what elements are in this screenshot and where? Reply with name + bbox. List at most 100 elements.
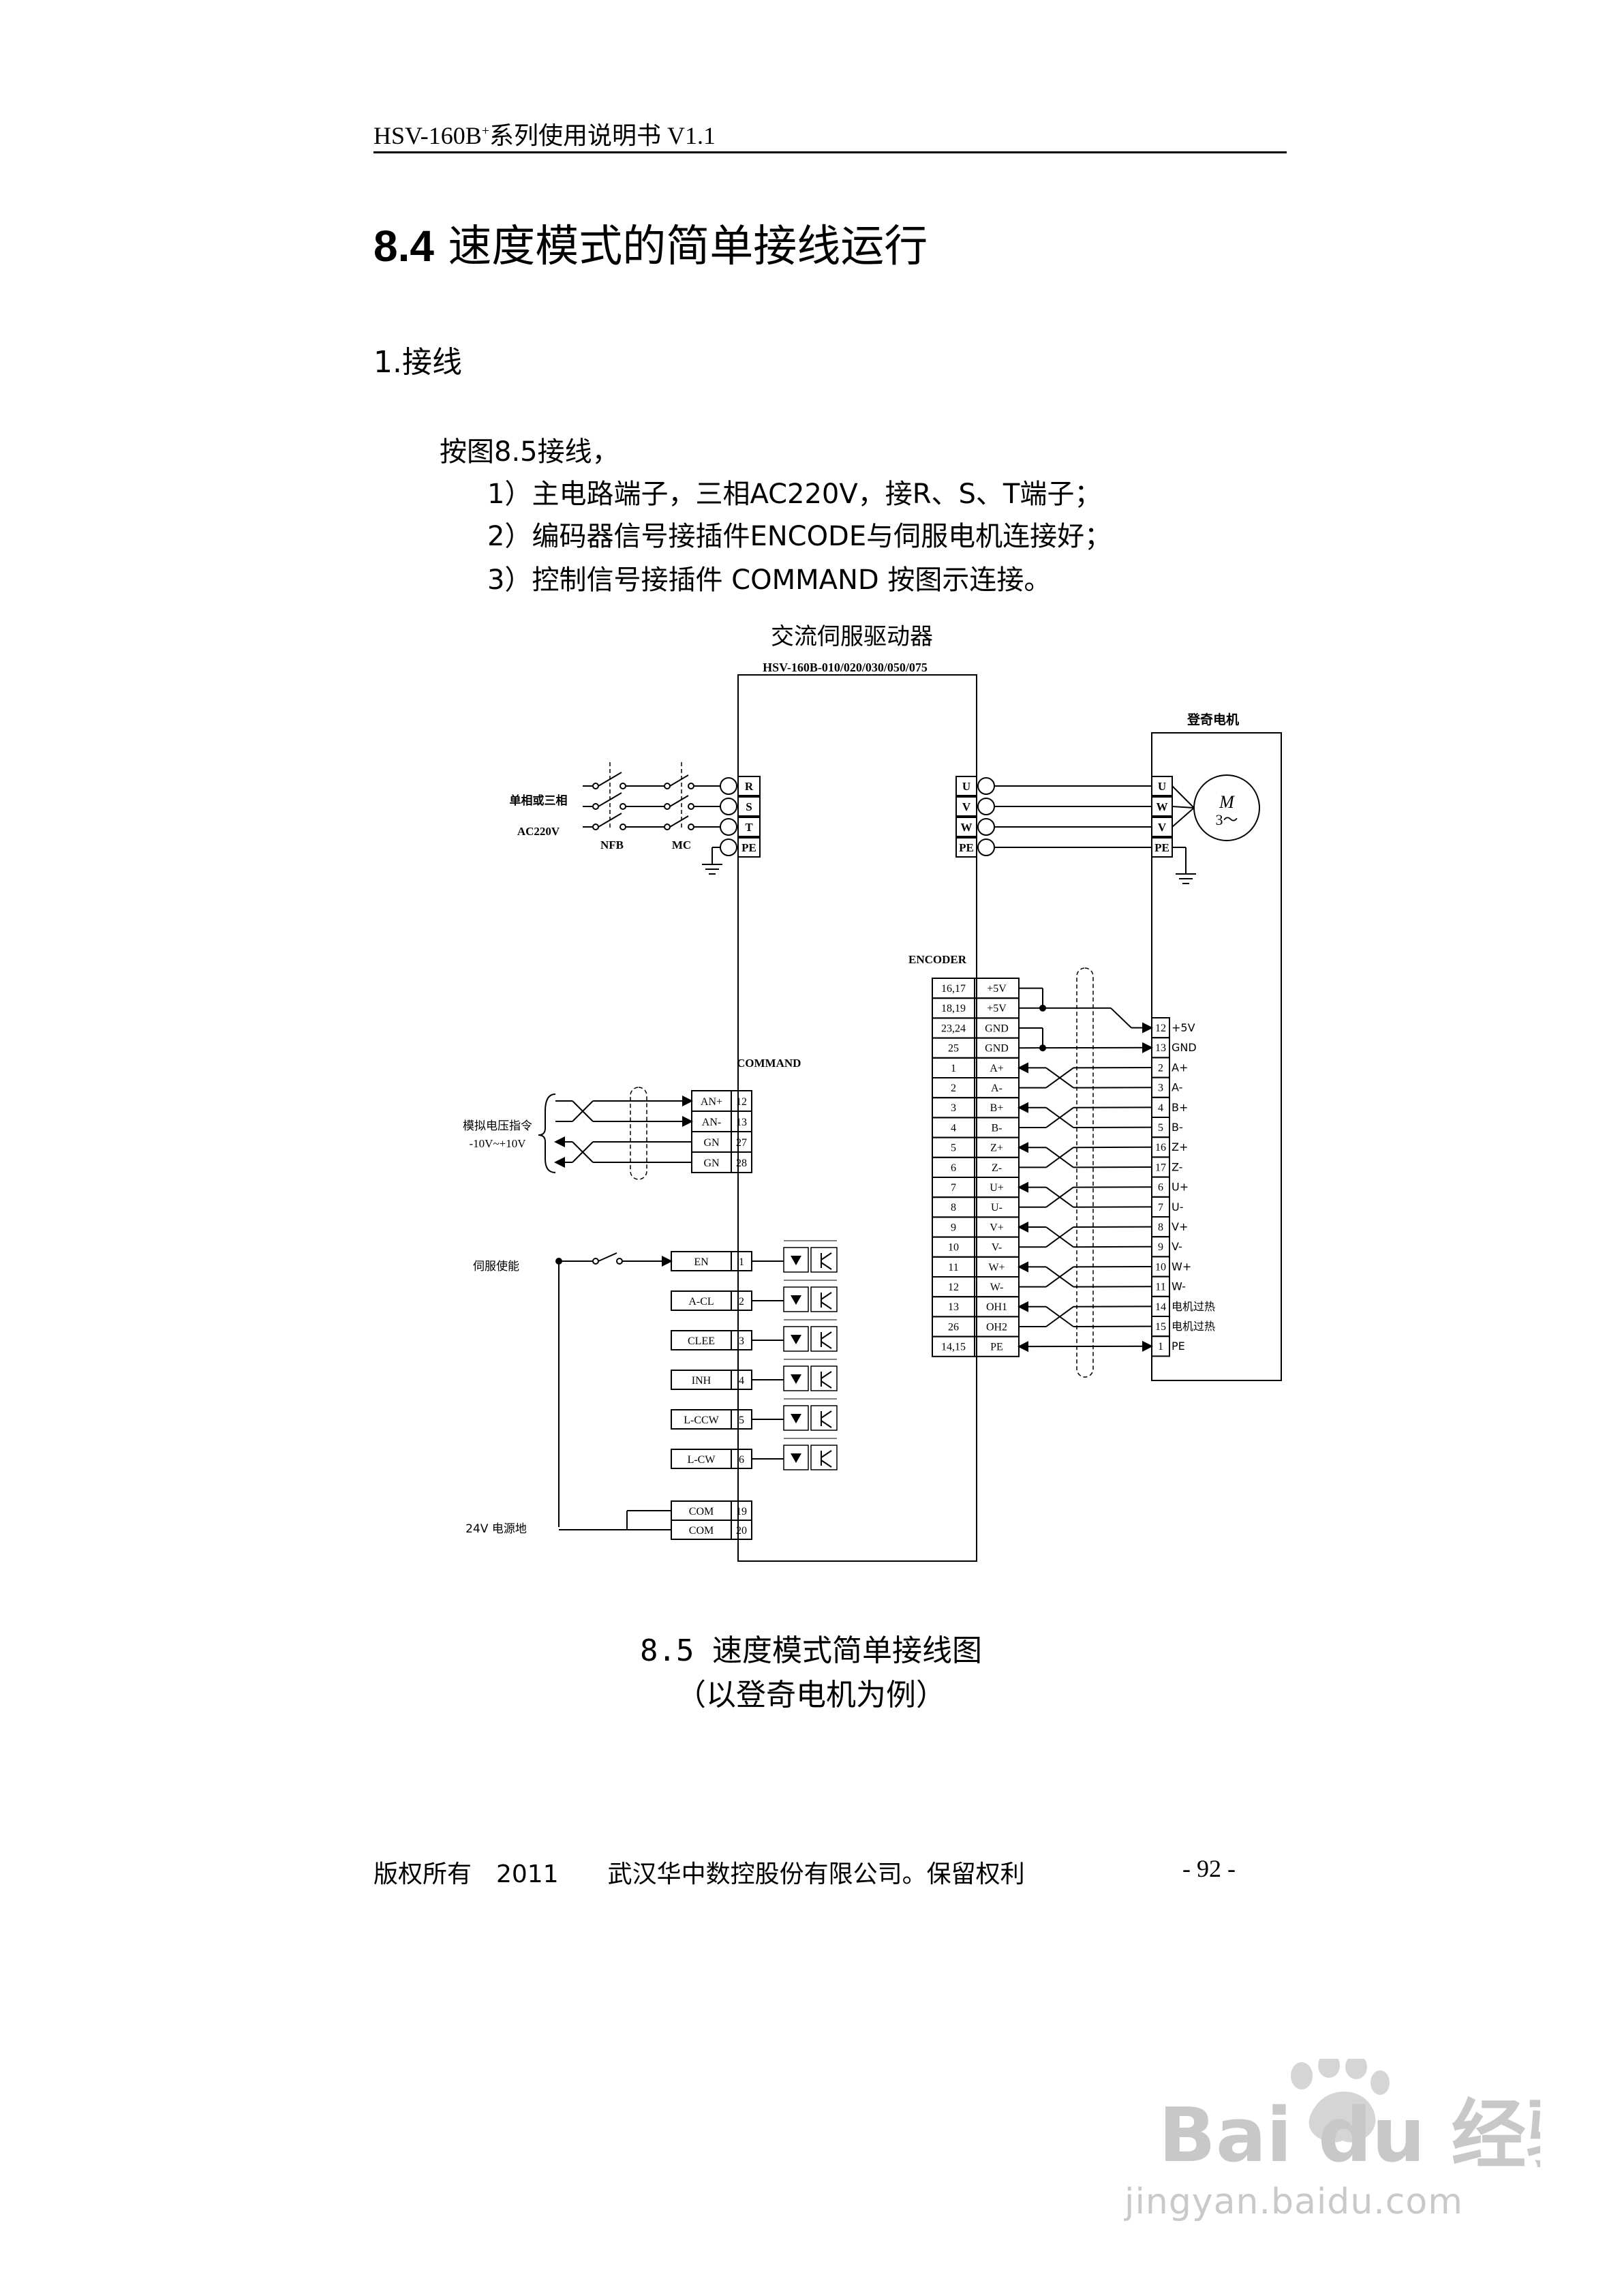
encoder-pin-label: 18,19 — [941, 1003, 966, 1014]
encoder-pin-label: 5 — [951, 1143, 956, 1154]
opto-transistor-box — [810, 1365, 838, 1391]
motor-enc-pin-label: 16 — [1155, 1142, 1166, 1153]
encoder-signal-label: U+ — [990, 1182, 1004, 1194]
motor-enc-signal-label: Z- — [1172, 1160, 1182, 1173]
analog-signal-label: GN — [703, 1137, 720, 1149]
digital-pin-label: 1 — [739, 1256, 744, 1268]
power-terminal-label: PE — [741, 841, 756, 854]
encoder-signal-label: +5V — [987, 983, 1007, 995]
com-pin-label: 20 — [736, 1525, 747, 1537]
contactor-contact — [688, 783, 694, 789]
opto-diode — [791, 1335, 801, 1344]
encoder-signal-label: W- — [990, 1282, 1004, 1293]
twist-wire — [1045, 1266, 1074, 1288]
encoder-signal-label: U- — [991, 1202, 1003, 1213]
motor-out-terminal-label: U — [962, 780, 970, 793]
analog-cable-shield — [630, 1087, 647, 1180]
opto-transistor — [821, 1262, 832, 1270]
motor-out-terminal-circle — [977, 839, 995, 856]
motor-in-terminal-label: W — [1157, 800, 1168, 813]
mc-switch-blade — [669, 815, 689, 828]
motor-enc-signal-label: B- — [1172, 1121, 1183, 1134]
encoder-label: ENCODER — [908, 953, 967, 966]
encoder-signal-label: Z- — [992, 1162, 1002, 1174]
motor-out-terminal-label: W — [961, 821, 973, 834]
power-terminal-box — [737, 796, 761, 817]
encoder-signal-label: W+ — [988, 1262, 1005, 1273]
analog-pin-label: 28 — [736, 1158, 747, 1169]
motor-enc-signal-label: U- — [1172, 1200, 1183, 1213]
motor-enc-pin-label: 8 — [1158, 1222, 1163, 1233]
encoder-signal-label: V+ — [990, 1222, 1004, 1233]
twist-wire — [1045, 1186, 1074, 1208]
digital-signal-label: L-CW — [688, 1454, 716, 1466]
subsection-heading: 1.接线 — [373, 345, 462, 380]
motor-enc-pin-label: 2 — [1158, 1062, 1163, 1074]
analog-pin-label: 27 — [736, 1137, 747, 1149]
digital-signal-label: A-CL — [688, 1296, 714, 1308]
encoder-pin-label: 7 — [951, 1182, 956, 1194]
power-terminal-circle — [720, 818, 737, 836]
motor-enc-signal-label: W+ — [1172, 1260, 1191, 1273]
footer-copyright: 版权所有 2011 武汉华中数控股份有限公司。保留权利 — [373, 1860, 1025, 1888]
driver-model: HSV-160B-010/020/030/050/075 — [763, 661, 928, 674]
opto-transistor — [821, 1292, 832, 1300]
power-terminal-circle — [720, 777, 737, 795]
power-label-2: AC220V — [517, 825, 560, 838]
motor-out-terminal-box — [955, 796, 977, 817]
opto-transistor-box — [810, 1445, 838, 1470]
motor-enc-pin-label: 14 — [1155, 1301, 1166, 1313]
step-1: 1）主电路端子，三相AC220V，接R、S、T端子； — [487, 479, 1102, 510]
opto-transistor-box — [810, 1247, 838, 1273]
digital-pin-label: 4 — [739, 1375, 744, 1387]
analog-pin-cell — [731, 1151, 752, 1173]
header-title-sup: + — [481, 123, 489, 138]
analog-pin-label: 13 — [736, 1117, 747, 1128]
encoder-pin-label: 1 — [951, 1063, 956, 1074]
encoder-signal-label: PE — [990, 1342, 1003, 1353]
encoder-pin-label: 16,17 — [941, 983, 966, 995]
motor-enc-pin-label: 11 — [1155, 1282, 1165, 1293]
encoder-pin-label: 11 — [948, 1262, 958, 1273]
power-ground-label: 24V 电源地 — [465, 1522, 527, 1536]
opto-transistor — [821, 1420, 832, 1428]
encoder-signal-label: V- — [992, 1242, 1002, 1254]
digital-signal-label: CLEE — [688, 1335, 715, 1347]
motor-in-terminal-label: PE — [1154, 841, 1169, 854]
encoder-signal-label: GND — [985, 1043, 1009, 1055]
watermark-brand: Bai du 经验 — [1159, 2091, 1540, 2175]
opto-transistor-box — [810, 1405, 838, 1431]
motor-phase: 3～ — [1215, 811, 1238, 828]
opto-transistor-box — [810, 1286, 838, 1312]
digital-signal-label: INH — [692, 1375, 711, 1387]
motor-enc-signal-label: PE — [1172, 1340, 1185, 1353]
analog-label-2: -10V~+10V — [470, 1137, 527, 1150]
digital-pin-label: 6 — [739, 1454, 744, 1466]
opto-transistor — [821, 1410, 832, 1419]
twist-wire — [572, 1100, 594, 1122]
analog-brace — [538, 1093, 556, 1173]
motor-title: 登奇电机 — [1187, 712, 1239, 727]
digital-signal-label: EN — [694, 1256, 709, 1268]
step-3: 3）控制信号接插件 COMMAND 按图示连接。 — [487, 564, 1052, 596]
motor-winding-wire — [1172, 785, 1195, 809]
motor-out-terminal-box — [955, 776, 977, 796]
motor-enc-pin-label: 17 — [1155, 1162, 1166, 1173]
opto-transistor — [821, 1252, 832, 1260]
opto-diode-box — [783, 1247, 809, 1273]
motor-enc-pin-label: 3 — [1158, 1083, 1163, 1094]
motor-enc-pin-label: 12 — [1155, 1023, 1166, 1034]
power-terminal-circle — [720, 839, 737, 856]
encoder-signal-label: A+ — [990, 1063, 1004, 1074]
mc-switch-blade — [669, 795, 689, 807]
motor-enc-signal-label: B+ — [1172, 1101, 1188, 1114]
opto-transistor-box — [810, 1326, 838, 1352]
encoder-signal-label: B- — [992, 1122, 1003, 1134]
motor-enc-pin-label: 10 — [1155, 1261, 1166, 1273]
power-terminal-circle — [720, 798, 737, 815]
opto-transistor — [821, 1331, 832, 1340]
nfb-label: NFB — [600, 839, 624, 851]
power-terminal-label: T — [745, 821, 753, 834]
opto-diode — [791, 1295, 801, 1305]
motor-enc-pin-label: 7 — [1158, 1202, 1163, 1213]
